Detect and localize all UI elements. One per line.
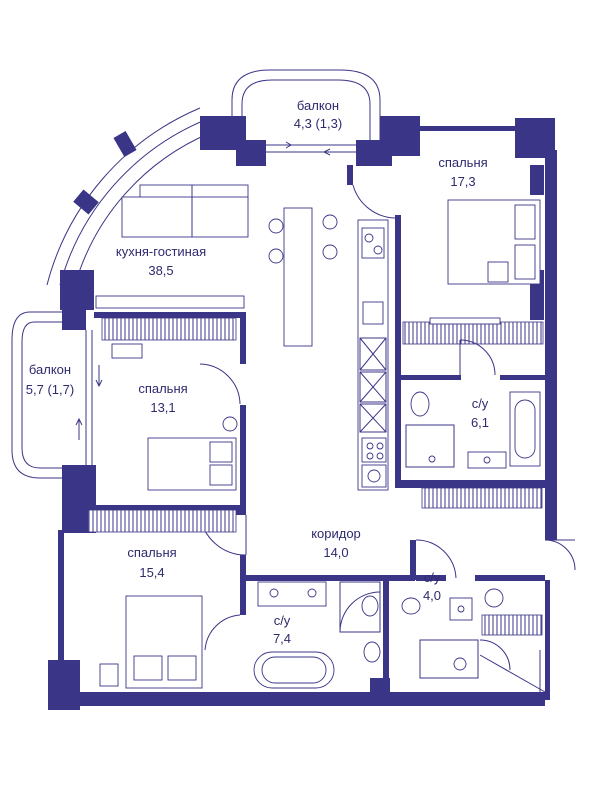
bath-east-fixtures	[405, 391, 541, 469]
bath-south-area: 7,4	[273, 631, 291, 646]
bedroom-sw-furniture	[87, 509, 241, 689]
balcony-top	[231, 69, 381, 156]
bedroom-sw-area: 15,4	[139, 565, 164, 580]
kitchen-furniture	[95, 184, 399, 491]
balcony-top-name: балкон	[297, 98, 339, 113]
kitchen-living-name: кухня-гостиная	[116, 244, 206, 259]
bath-south-name: с/у	[274, 613, 291, 628]
bedroom-ne-area: 17,3	[450, 174, 475, 189]
room-labels: балкон 4,3 (1,3) спальня 17,3 кухня-гост…	[26, 98, 489, 646]
bedroom-mid-area: 13,1	[150, 400, 175, 415]
bath-east-name: с/у	[472, 396, 489, 411]
bedroom-sw-name: спальня	[127, 545, 176, 560]
bath-east-area: 6,1	[471, 415, 489, 430]
balcony-west-name: балкон	[29, 362, 71, 377]
kitchen-living-area: 38,5	[148, 263, 173, 278]
bedroom-ne-furniture	[402, 199, 544, 376]
bath-small-area: 4,0	[423, 588, 441, 603]
balcony-west-area: 5,7 (1,7)	[26, 382, 74, 397]
bedroom-mid-furniture	[101, 317, 241, 491]
bedroom-mid-name: спальня	[138, 381, 187, 396]
bath-south-fixtures	[253, 581, 381, 689]
bath-small-fixtures	[401, 588, 546, 693]
balcony-top-area: 4,3 (1,3)	[294, 116, 342, 131]
bath-small-name: с/у	[424, 570, 441, 585]
corridor-features	[199, 487, 576, 579]
balcony-west	[11, 311, 103, 479]
curved-bay-window	[46, 107, 211, 286]
corridor-area: 14,0	[323, 545, 348, 560]
corridor-name: коридор	[311, 526, 361, 541]
bedroom-ne-name: спальня	[438, 155, 487, 170]
